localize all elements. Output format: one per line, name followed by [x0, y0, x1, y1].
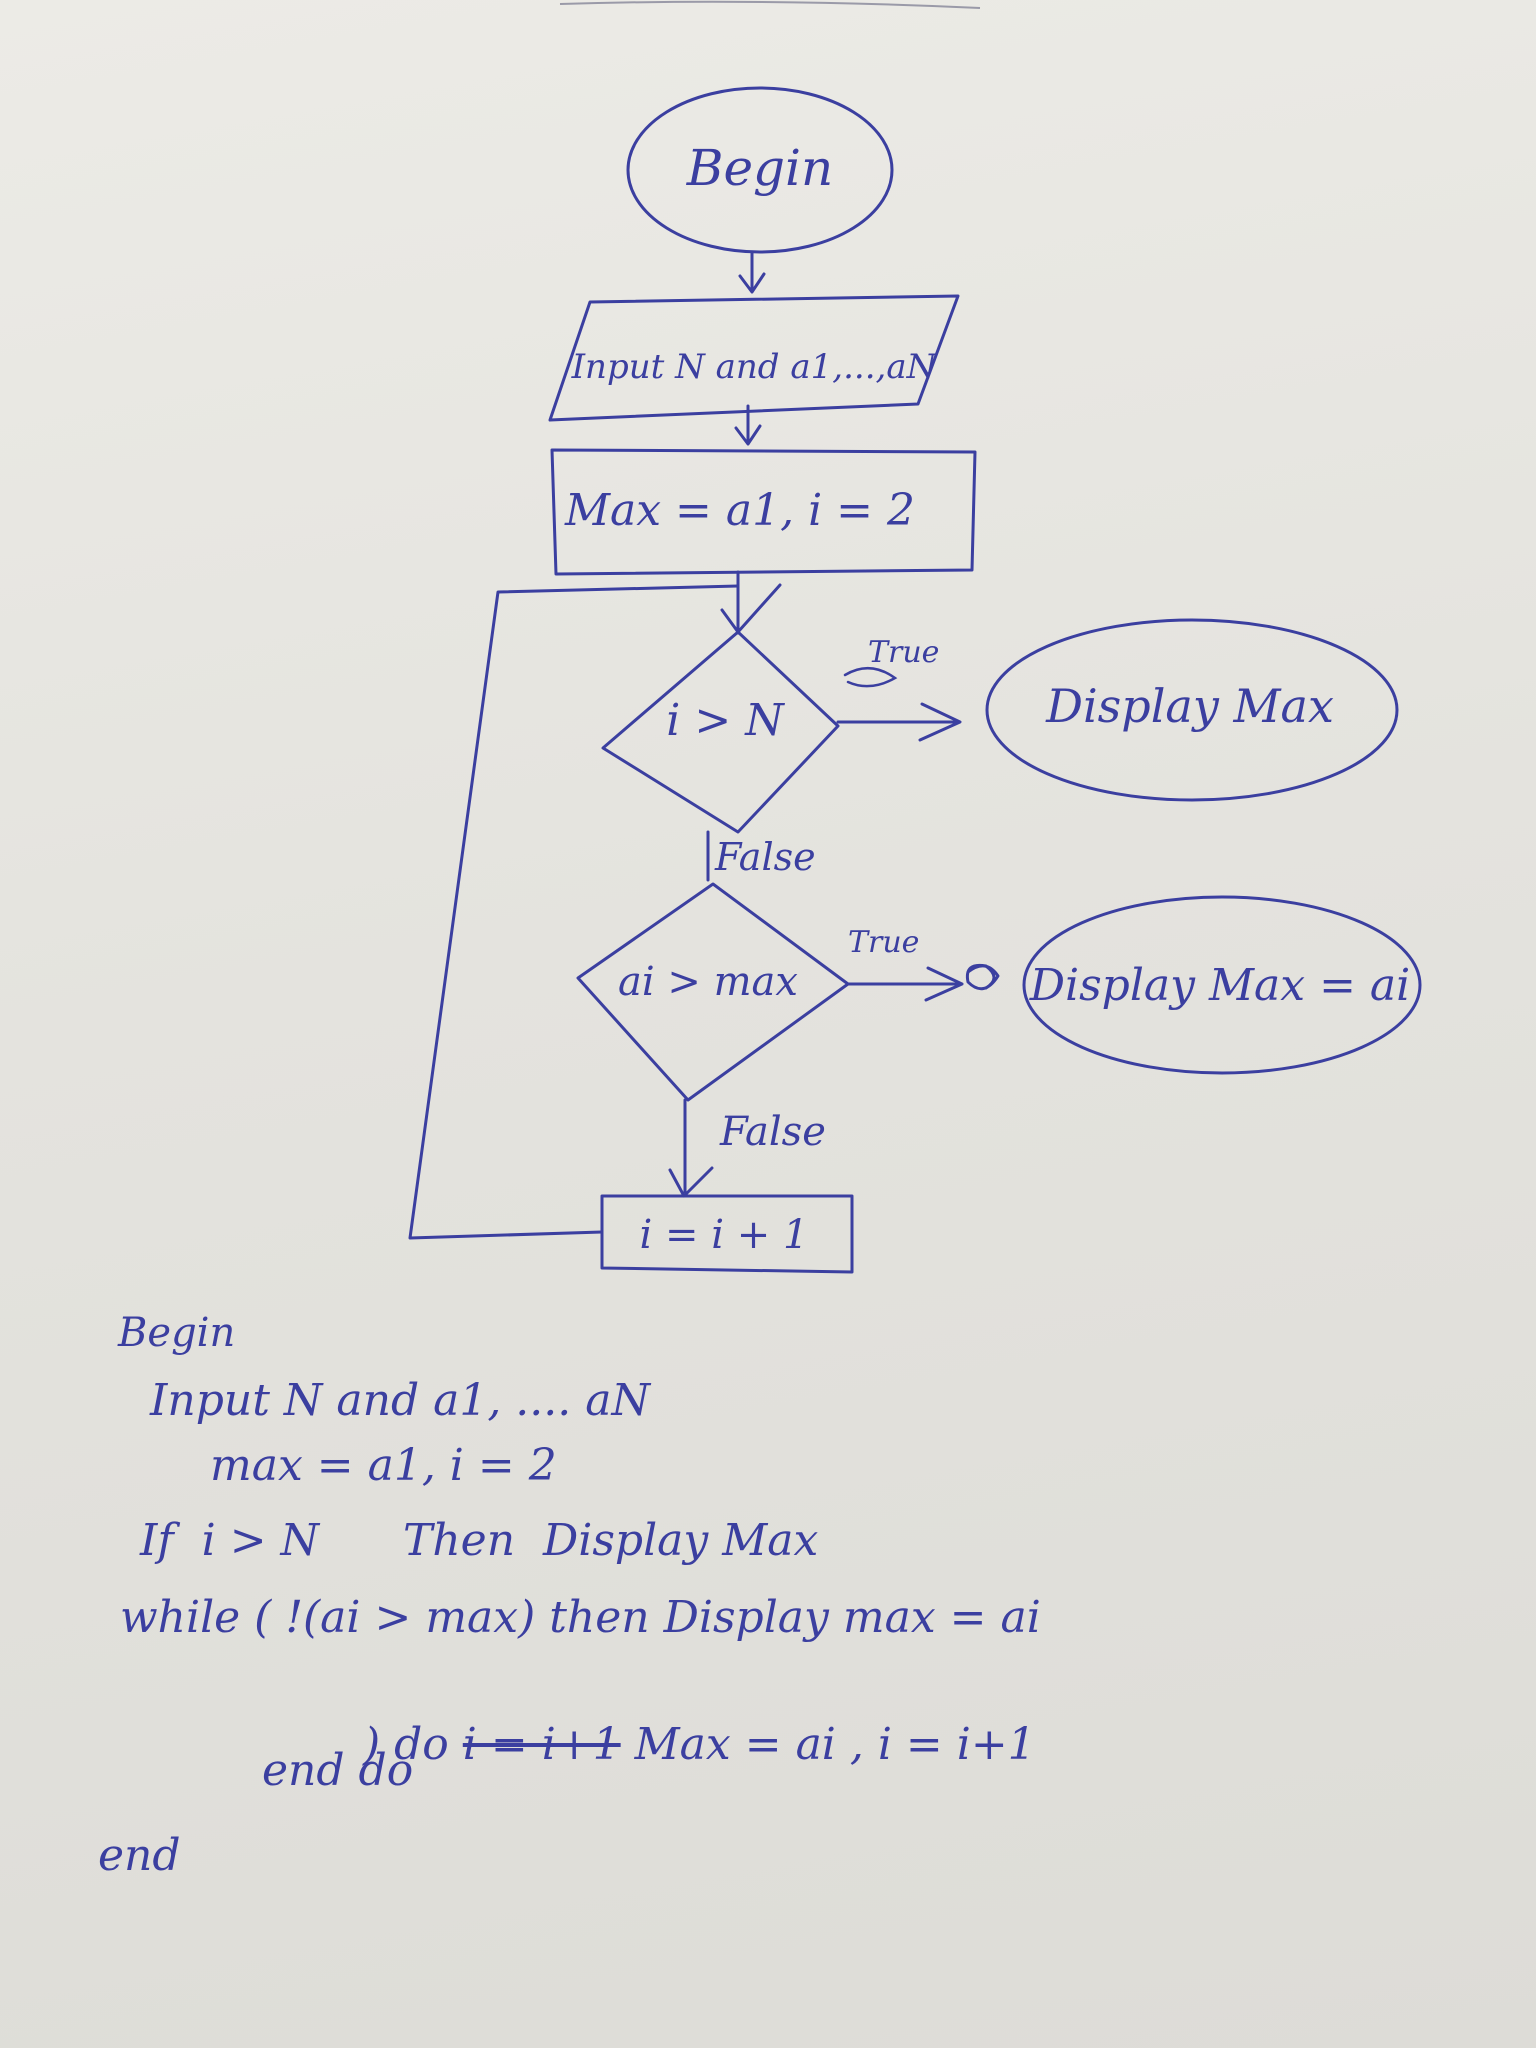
decision-ai-gt-max — [576, 882, 850, 1102]
pseudo-line-begin: Begin — [118, 1310, 236, 1356]
display-max-terminal — [985, 618, 1399, 802]
input-parallelogram — [548, 294, 960, 422]
input-label: Input N and a1,...,aN — [571, 347, 938, 387]
pseudo-line-input: Input N and a1, .... aN — [150, 1375, 650, 1426]
init-label: Max = a1, i = 2 — [564, 485, 915, 536]
display-max-ai-label: Display Max = ai — [1029, 960, 1411, 1011]
pseudo-do-suffix: Max = ai , i = i+1 — [620, 1719, 1036, 1770]
increment-process — [600, 1194, 854, 1274]
begin-terminal — [626, 86, 894, 254]
cond1-true-label: True — [868, 635, 939, 670]
increment-label: i = i + 1 — [640, 1212, 809, 1258]
pseudo-line-while: while ( !(ai > max) then Display max = a… — [120, 1592, 1041, 1643]
loop-back-line — [408, 584, 740, 1240]
arrow-cond1-true — [836, 702, 962, 742]
pseudo-line-end-do: end do — [262, 1745, 414, 1796]
arrow-input-init — [734, 404, 762, 446]
pseudo-do-prefix: ) do — [362, 1719, 463, 1770]
pseudo-line-do: ) do i = i+1 Max = ai , i = i+1 — [335, 1668, 1036, 1770]
cond2-true-label: True — [848, 925, 919, 960]
display-max-ai-terminal — [1022, 895, 1422, 1075]
arrow-init-cond1 — [720, 570, 782, 634]
cond2-false-label: False — [719, 1109, 826, 1155]
pseudo-line-init: max = a1, i = 2 — [210, 1440, 557, 1491]
arrow-cond2-true — [846, 966, 964, 1002]
cond1-false-label: False — [714, 835, 816, 879]
pseudo-do-struck: i = i+1 — [462, 1719, 621, 1770]
arrow-cond2-false — [668, 1098, 714, 1198]
begin-label: Begin — [686, 139, 834, 197]
decision1-label: i > N — [666, 695, 785, 746]
scribble-2 — [965, 963, 1000, 991]
arrow-begin-input — [738, 250, 766, 294]
pseudo-line-if: If i > N Then Display Max — [140, 1515, 819, 1566]
decision2-label: ai > max — [618, 959, 798, 1005]
init-process — [550, 448, 977, 576]
pseudo-line-end: end — [98, 1830, 181, 1881]
decision-i-gt-n — [601, 630, 840, 834]
paper-edge — [559, 0, 981, 9]
scribble-1 — [843, 667, 898, 688]
display-max-label: Display Max — [1045, 679, 1334, 733]
